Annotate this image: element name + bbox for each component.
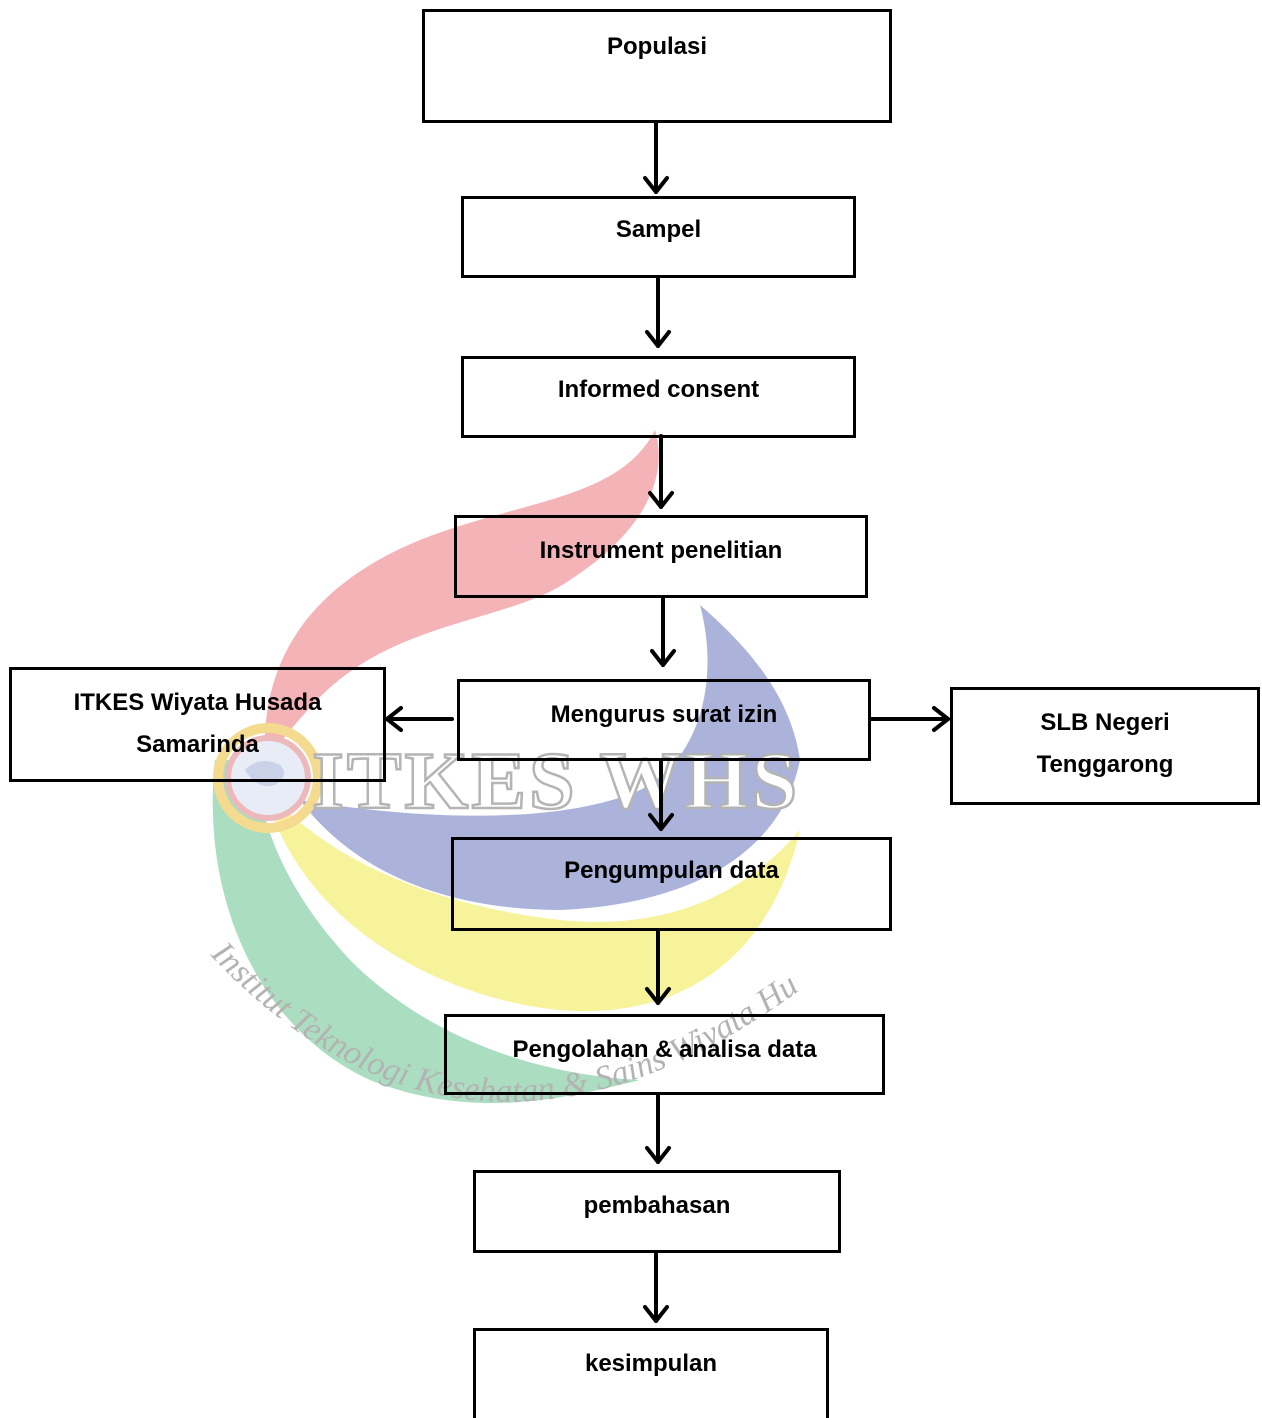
node-sampel: Sampel [461, 196, 856, 278]
node-slb: SLB Negeri Tenggarong [950, 687, 1260, 805]
node-populasi: Populasi [422, 9, 892, 123]
node-sampel-label: Sampel [615, 216, 702, 243]
node-itkes: ITKES Wiyata Husada Samarinda [9, 667, 386, 782]
node-instrument-label: Instrument penelitian [539, 537, 783, 564]
node-mengurus-label: Mengurus surat izin [550, 701, 778, 728]
node-informed-consent-label: Informed consent [557, 376, 760, 403]
node-pengolahan-label: Pengolahan & analisa data [512, 1036, 817, 1063]
node-pengolahan-analisa: Pengolahan & analisa data [444, 1014, 885, 1095]
node-slb-label-line1: SLB Negeri [1040, 709, 1170, 736]
node-pengumpulan-label: Pengumpulan data [564, 857, 779, 884]
node-pembahasan: pembahasan [473, 1170, 841, 1253]
node-mengurus-surat-izin: Mengurus surat izin [457, 679, 871, 761]
node-populasi-label: Populasi [606, 33, 708, 60]
node-slb-label-line2: Tenggarong [1036, 751, 1174, 778]
node-pembahasan-label: pembahasan [583, 1192, 731, 1219]
node-itkes-label-line2: Samarinda [136, 731, 259, 758]
node-itkes-label-line1: ITKES Wiyata Husada [73, 689, 322, 716]
node-instrument: Instrument penelitian [454, 515, 868, 598]
node-pengumpulan-data: Pengumpulan data [451, 837, 892, 931]
node-kesimpulan: kesimpulan [473, 1328, 829, 1418]
node-kesimpulan-label: kesimpulan [584, 1350, 718, 1377]
node-informed-consent: Informed consent [461, 356, 856, 438]
